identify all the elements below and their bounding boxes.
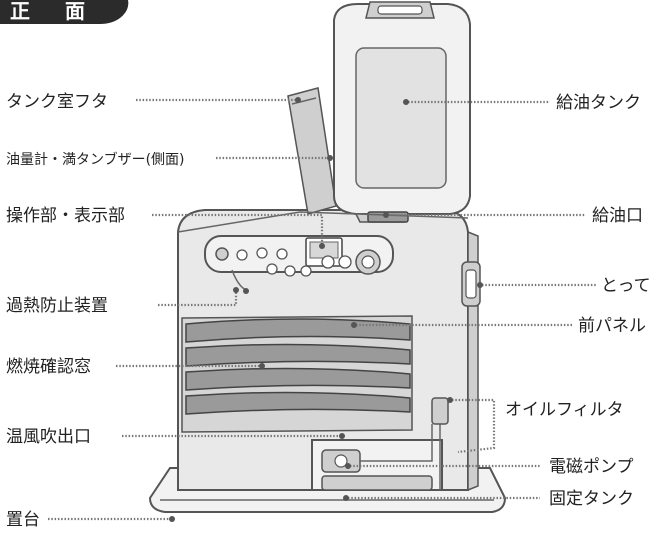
label-fixed-tank: 固定タンク xyxy=(549,489,634,509)
label-handle: とって xyxy=(601,276,651,296)
label-solenoid-pump: 電磁ポンプ xyxy=(549,457,634,477)
fuel-tank-grip-hole xyxy=(377,5,423,15)
leader-oil-gauge-dot xyxy=(327,155,333,161)
leader-lines xyxy=(48,97,596,522)
label-tank-lid: タンク室フタ xyxy=(6,92,108,112)
louver-grille xyxy=(181,315,413,433)
part-labels: タンク室フタ 油量計・満タンブザー(側面) 操作部・表示部 過熱防止装置 燃焼確… xyxy=(6,92,651,530)
leader-control-panel xyxy=(152,213,324,244)
heater-illustration xyxy=(148,1,507,513)
leader-flame-window-dot xyxy=(259,363,265,369)
leader-overheat-dot xyxy=(233,287,239,293)
leader-oil-filter-dot xyxy=(447,397,453,403)
tank-lid-flap xyxy=(287,87,337,215)
panel-button-1 xyxy=(236,249,248,261)
label-fuel-port: 給油口 xyxy=(592,206,643,226)
overheat-sensor-tip xyxy=(243,288,249,294)
panel-button-3 xyxy=(276,248,288,260)
leader-warm-air-dot xyxy=(339,433,345,439)
oil-filter-body xyxy=(431,397,449,425)
section-header: 正 面 xyxy=(0,0,129,24)
fixed-tank-body xyxy=(321,475,433,491)
label-oil-gauge: 油量計・満タンブザー(側面) xyxy=(6,151,185,168)
label-front-panel: 前パネル xyxy=(578,316,646,336)
power-dial-center xyxy=(361,255,375,269)
label-stand: 置台 xyxy=(6,510,40,530)
header-badge xyxy=(0,0,129,24)
fuel-line xyxy=(360,424,433,462)
leader-front-panel-dot xyxy=(351,322,357,328)
label-warm-air: 温風吹出口 xyxy=(6,427,91,447)
label-flame-window: 燃焼確認窓 xyxy=(6,357,91,377)
leader-handle-dot xyxy=(477,282,483,288)
fuel-tank-window xyxy=(355,47,447,189)
panel-button-8 xyxy=(338,255,352,269)
louver-4 xyxy=(185,391,411,415)
header-title: 正 面 xyxy=(10,0,99,23)
label-fuel-tank: 給油タンク xyxy=(556,93,641,113)
panel-button-5 xyxy=(284,265,296,277)
side-handle-grip xyxy=(465,269,477,299)
leader-oil-filter xyxy=(452,398,496,454)
panel-knob-1 xyxy=(215,247,229,261)
label-overheat: 過熱防止装置 xyxy=(6,296,108,316)
louver-2 xyxy=(185,343,411,367)
leader-tank-lid-dot xyxy=(295,97,301,103)
panel-button-6 xyxy=(300,265,312,277)
fuel-tank xyxy=(333,1,471,223)
panel-button-2 xyxy=(256,247,268,259)
leader-fuel-tank-dot xyxy=(403,99,409,105)
label-oil-filter: オイルフィルタ xyxy=(505,400,624,420)
leader-control-panel-dot xyxy=(319,243,325,249)
label-control-panel: 操作部・表示部 xyxy=(6,206,125,226)
solenoid-pump-coil xyxy=(334,454,348,468)
leader-overheat xyxy=(158,292,238,307)
leader-fuel-port-dot xyxy=(383,212,389,218)
leader-fixed-tank-dot xyxy=(343,495,349,501)
leader-solenoid-pump-dot xyxy=(345,463,351,469)
panel-button-4 xyxy=(266,263,278,275)
panel-button-7 xyxy=(321,255,335,269)
leader-stand-dot xyxy=(169,516,175,522)
tank-lid-edge xyxy=(291,97,317,105)
